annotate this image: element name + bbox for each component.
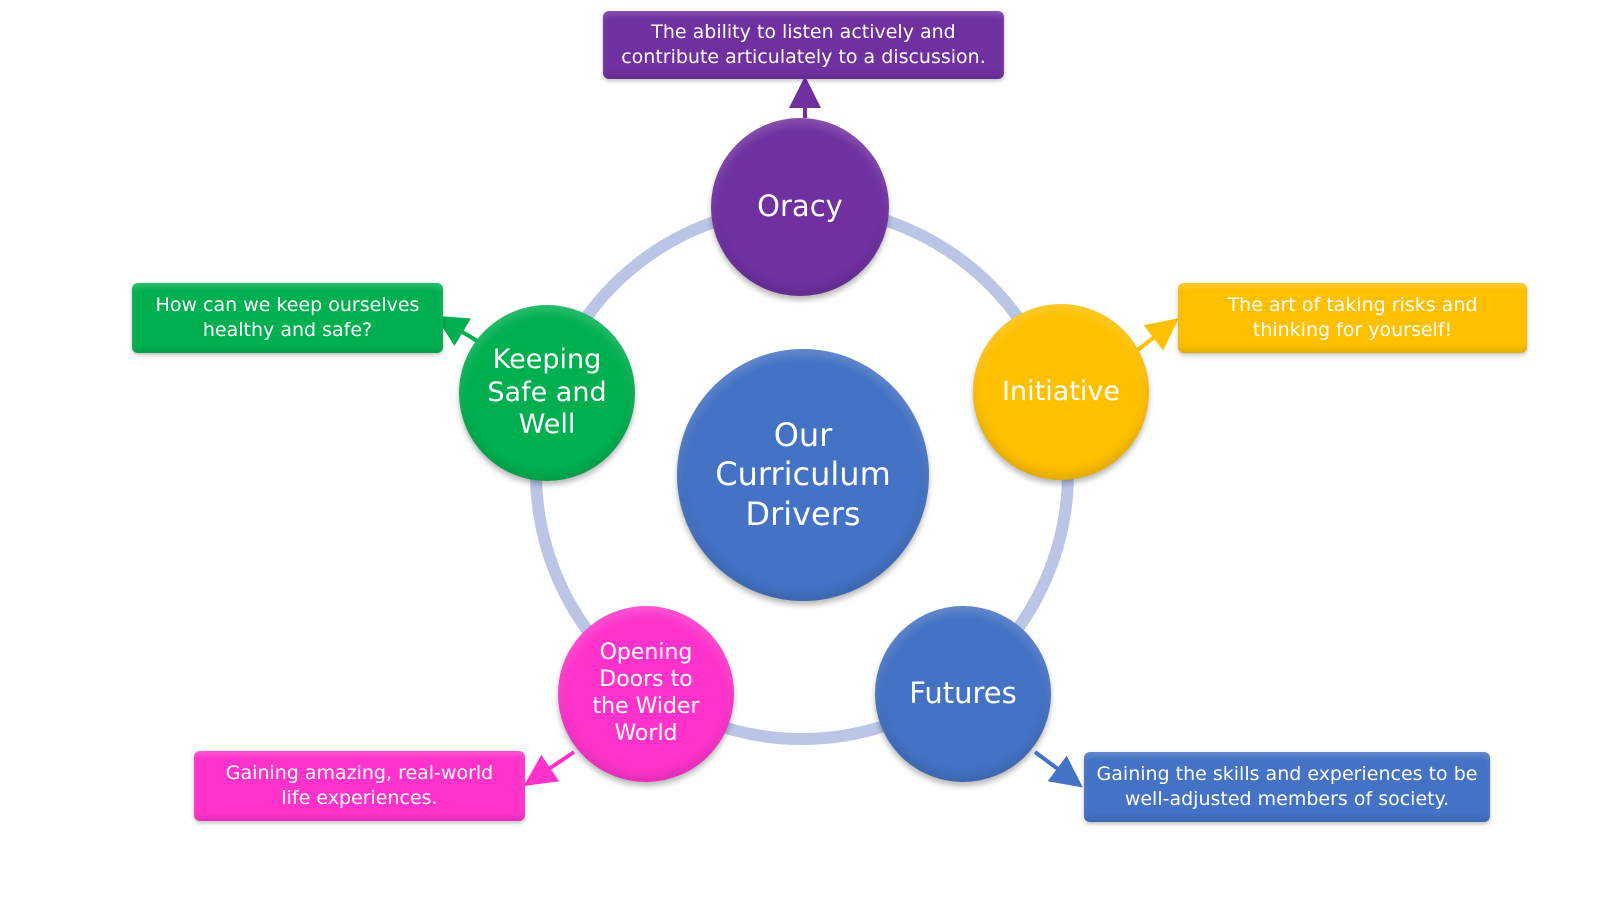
driver-initiative-label: Initiative [1002,375,1120,407]
driver-oracy-label: Oracy [757,189,843,224]
center-hub: Our Curriculum Drivers [677,349,929,601]
opening-doors-description: Gaining amazing, real-world life experie… [194,751,525,821]
driver-keeping-safe: Keeping Safe and Well [459,305,635,481]
initiative-arrow [1133,318,1179,354]
oracy-description: The ability to listen actively and contr… [603,11,1004,79]
futures-description: Gaining the skills and experiences to be… [1084,752,1490,822]
center-hub-label: Our Curriculum Drivers [715,416,891,533]
driver-opening-doors-label: Opening Doors to the Wider World [592,640,700,746]
driver-keeping-safe-label: Keeping Safe and Well [487,343,607,441]
keeping-safe-description: How can we keep ourselves healthy and sa… [132,283,443,353]
keeping-safe-arrow [435,315,481,346]
driver-oracy: Oracy [711,118,889,296]
futures-arrow [1033,750,1083,788]
driver-futures: Futures [875,606,1051,782]
driver-futures-label: Futures [909,676,1017,711]
driver-initiative: Initiative [973,304,1149,480]
initiative-description: The art of taking risks and thinking for… [1178,283,1527,353]
driver-opening-doors: Opening Doors to the Wider World [558,606,734,782]
opening-doors-arrow [523,750,576,786]
